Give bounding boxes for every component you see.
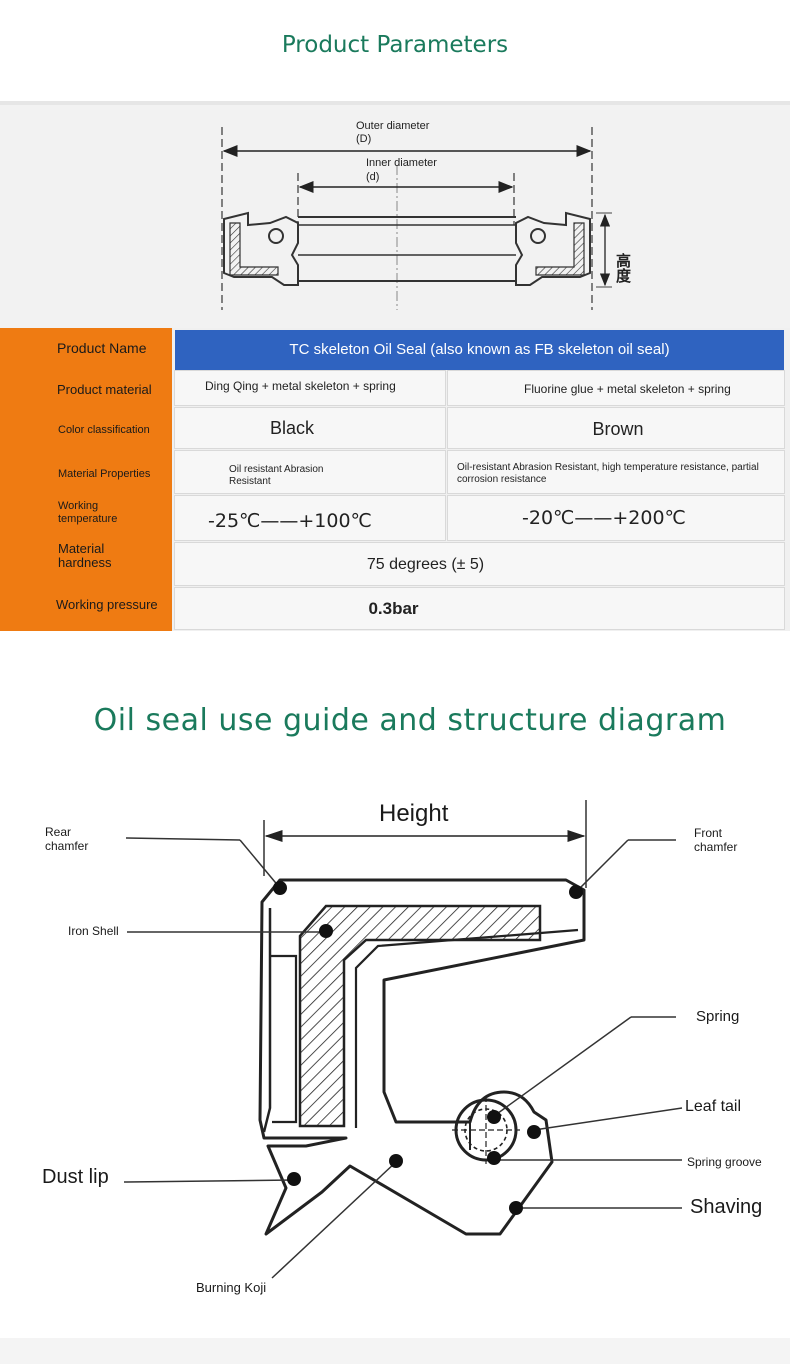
inner-diameter-label: Inner diameter: [366, 157, 437, 169]
color-cell-a: Black: [174, 407, 446, 449]
material-cell-a: Ding Qing + metal skeleton + spring: [174, 370, 446, 406]
outer-diameter-symbol: (D): [356, 133, 371, 145]
parameters-table: Product Name Product material Color clas…: [0, 328, 790, 631]
material-a-text: Ding Qing + metal skeleton + spring: [205, 379, 396, 393]
height-label: Height: [377, 800, 451, 828]
product-name-header: TC skeleton Oil Seal (also known as FB s…: [175, 330, 784, 370]
leaf-tail-label: Leaf tail: [685, 1098, 742, 1115]
outer-diameter-label: Outer diameter: [356, 120, 430, 132]
material-b-text: Fluorine glue + metal skeleton + spring: [524, 382, 731, 396]
temp-a-text: -25℃——+100℃: [208, 510, 372, 532]
pressure-cell: 0.3bar: [174, 587, 785, 630]
shaving-label: Shaving: [690, 1196, 763, 1218]
spring-label: Spring: [696, 1008, 740, 1025]
structure-diagram-svg: [123, 800, 683, 1279]
props-a-text: Oil resistant Abrasion Resistant: [229, 464, 324, 487]
marker-dust-lip: [287, 1172, 301, 1186]
dust-lip-label: Dust lip: [42, 1166, 109, 1188]
marker-shaving: [509, 1201, 523, 1215]
color-cell-b: Brown: [447, 407, 785, 449]
row-label-working-pressure: Working pressure: [56, 597, 158, 612]
temp-b-text: -20℃——+200℃: [522, 507, 686, 529]
iron-shell-label: Iron Shell: [68, 924, 119, 938]
spring-groove-label: Spring groove: [687, 1155, 762, 1169]
bottom-strip: [0, 1338, 790, 1364]
props-cell-b: Oil-resistant Abrasion Resistant, high t…: [447, 450, 785, 494]
temp-cell-a: -25℃——+100℃: [174, 495, 446, 541]
dimension-diagram-svg: Outer diameter (D) Inner diameter (d) 高度: [221, 120, 632, 310]
row-label-product-name: Product Name: [57, 340, 147, 356]
rear-chamfer-label: Rear chamfer: [45, 825, 89, 853]
section-title-product-parameters: Product Parameters: [281, 32, 509, 58]
props-b-text: Oil-resistant Abrasion Resistant, high t…: [457, 462, 759, 485]
structure-diagram: Height Rear chamfer Front chamfer Iron S…: [0, 780, 790, 1340]
row-label-material-properties: Material Properties: [58, 468, 151, 480]
color-a-text: Black: [269, 418, 314, 438]
front-chamfer-label: Front chamfer: [694, 826, 738, 854]
props-cell-a: Oil resistant Abrasion Resistant: [174, 450, 446, 494]
inner-diameter-symbol: (d): [366, 171, 379, 183]
marker-rear-chamfer: [273, 881, 287, 895]
pressure-text: 0.3bar: [368, 599, 419, 618]
marker-spring: [487, 1110, 501, 1124]
section-title-structure: Oil seal use guide and structure diagram: [93, 703, 727, 738]
row-label-color: Color classification: [58, 424, 150, 436]
marker-leaf-tail: [527, 1125, 541, 1139]
temp-cell-b: -20℃——+200℃: [447, 495, 785, 541]
material-cell-b: Fluorine glue + metal skeleton + spring: [447, 370, 785, 406]
row-label-column: Product Name Product material Color clas…: [0, 328, 172, 631]
burning-koji-label: Burning Koji: [196, 1280, 267, 1295]
hardness-cell: 75 degrees (± 5): [174, 542, 785, 586]
row-label-material-hardness: Material hardness: [58, 541, 112, 570]
dimension-diagram: Outer diameter (D) Inner diameter (d) 高度: [0, 101, 790, 329]
hardness-text: 75 degrees (± 5): [366, 556, 485, 573]
color-b-text: Brown: [592, 419, 644, 439]
marker-spring-groove: [487, 1151, 501, 1165]
marker-iron-shell: [319, 924, 333, 938]
row-label-working-temperature: Working temperature: [58, 500, 118, 525]
marker-burning-koji: [389, 1154, 403, 1168]
row-label-product-material: Product material: [57, 382, 152, 397]
height-label-cn: 高度: [614, 252, 632, 284]
marker-front-chamfer: [569, 885, 583, 899]
